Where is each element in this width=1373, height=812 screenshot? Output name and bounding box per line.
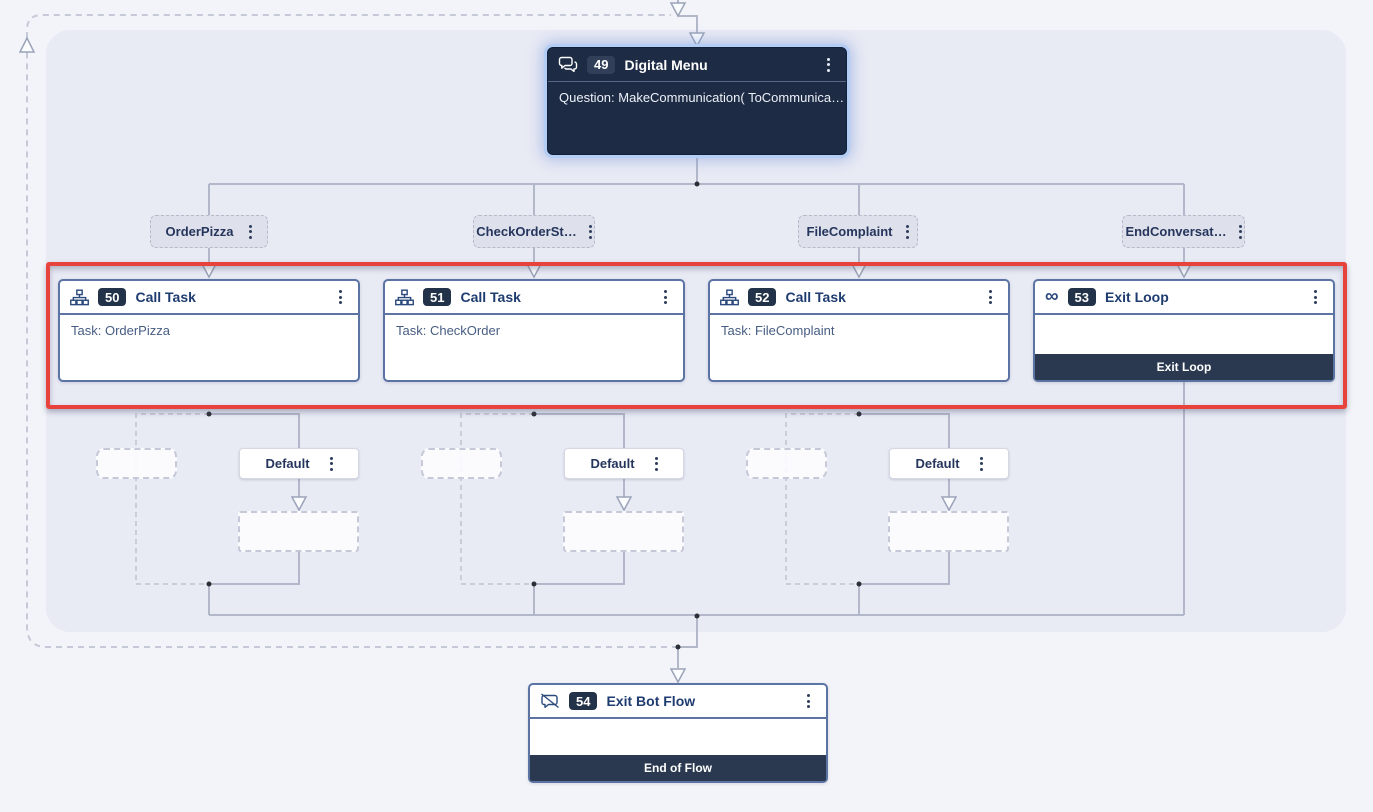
comment-slash-icon — [540, 692, 560, 710]
kebab-menu-icon[interactable] — [1233, 221, 1248, 243]
node-id-badge: 53 — [1067, 288, 1097, 306]
branch-label: Default — [590, 456, 635, 471]
node-id-badge: 49 — [587, 55, 616, 74]
sitemap-icon — [720, 288, 739, 306]
node-body-text: Task: FileComplaint — [721, 323, 835, 338]
branch-label: Default — [265, 456, 310, 471]
kebab-menu-icon[interactable] — [658, 286, 673, 308]
branch-default-3[interactable]: Default — [889, 448, 1009, 479]
kebab-menu-icon[interactable] — [983, 286, 998, 308]
kebab-menu-icon[interactable] — [649, 453, 664, 475]
sitemap-icon — [395, 288, 414, 306]
empty-action-slot[interactable] — [563, 511, 684, 552]
node-call-task-file-complaint[interactable]: 52 Call Task Task: FileComplaint — [708, 279, 1010, 382]
node-call-task-order-pizza[interactable]: 50 Call Task Task: OrderPizza — [58, 279, 360, 382]
node-id-badge: 51 — [423, 288, 452, 306]
node-body-text: Question: MakeCommunication( ToCommunica… — [559, 90, 845, 105]
empty-branch-slot[interactable] — [746, 448, 827, 479]
node-title: Exit Bot Flow — [606, 693, 696, 709]
kebab-menu-icon[interactable] — [333, 286, 348, 308]
branch-default-1[interactable]: Default — [239, 448, 359, 479]
node-title: Exit Loop — [1105, 289, 1169, 305]
chat-bubbles-icon — [558, 56, 578, 73]
node-header: 52 Call Task — [710, 281, 1008, 315]
kebab-menu-icon[interactable] — [801, 690, 816, 712]
node-header: 50 Call Task — [60, 281, 358, 315]
branch-end-conversation[interactable]: EndConversat… — [1122, 215, 1245, 248]
branch-check-order-status[interactable]: CheckOrderSt… — [473, 215, 595, 248]
node-digital-menu[interactable]: 49 Digital Menu Question: MakeCommunicat… — [547, 47, 847, 155]
node-id-badge: 52 — [748, 288, 777, 306]
node-title: Digital Menu — [624, 56, 708, 73]
node-header: 51 Call Task — [385, 281, 683, 315]
node-footer-bar: End of Flow — [530, 755, 826, 781]
branch-label: OrderPizza — [165, 224, 234, 239]
branch-file-complaint[interactable]: FileComplaint — [798, 215, 918, 248]
dashed-branch-wires — [135, 413, 859, 585]
empty-action-slot[interactable] — [888, 511, 1009, 552]
node-call-task-check-order[interactable]: 51 Call Task Task: CheckOrder — [383, 279, 685, 382]
kebab-menu-icon[interactable] — [324, 453, 339, 475]
kebab-menu-icon[interactable] — [821, 54, 836, 76]
branch-label: FileComplaint — [806, 224, 893, 239]
branch-label: CheckOrderSt… — [476, 224, 577, 239]
node-exit-loop[interactable]: ∞ 53 Exit Loop Exit Loop — [1033, 279, 1335, 382]
kebab-menu-icon[interactable] — [243, 221, 258, 243]
branch-default-2[interactable]: Default — [564, 448, 684, 479]
empty-branch-slot[interactable] — [421, 448, 502, 479]
node-exit-bot-flow[interactable]: 54 Exit Bot Flow End of Flow — [528, 683, 828, 783]
loop-back-dashed-path — [26, 14, 678, 648]
branch-label: EndConversat… — [1125, 224, 1227, 239]
node-title: Call Task — [460, 289, 521, 305]
node-body-text: Task: CheckOrder — [396, 323, 501, 338]
node-title: Call Task — [135, 289, 196, 305]
infinity-icon: ∞ — [1045, 285, 1059, 307]
empty-action-slot[interactable] — [238, 511, 359, 552]
junction-dots — [206, 181, 862, 650]
node-header: ∞ 53 Exit Loop — [1035, 281, 1333, 315]
node-body-empty — [530, 719, 826, 755]
branch-label: Default — [915, 456, 960, 471]
kebab-menu-icon[interactable] — [583, 221, 598, 243]
kebab-menu-icon[interactable] — [900, 221, 915, 243]
empty-branch-slot[interactable] — [96, 448, 177, 479]
node-body-text: Task: OrderPizza — [71, 323, 170, 338]
branch-order-pizza[interactable]: OrderPizza — [150, 215, 268, 248]
node-title: Call Task — [785, 289, 846, 305]
sitemap-icon — [70, 288, 89, 306]
kebab-menu-icon[interactable] — [1308, 286, 1323, 308]
node-body-empty — [1035, 315, 1333, 354]
kebab-menu-icon[interactable] — [974, 453, 989, 475]
node-footer-bar: Exit Loop — [1035, 354, 1333, 380]
node-header: 54 Exit Bot Flow — [530, 685, 826, 719]
node-id-badge: 50 — [98, 288, 127, 306]
node-id-badge: 54 — [569, 692, 598, 710]
node-digital-menu-header: 49 Digital Menu — [548, 48, 846, 82]
